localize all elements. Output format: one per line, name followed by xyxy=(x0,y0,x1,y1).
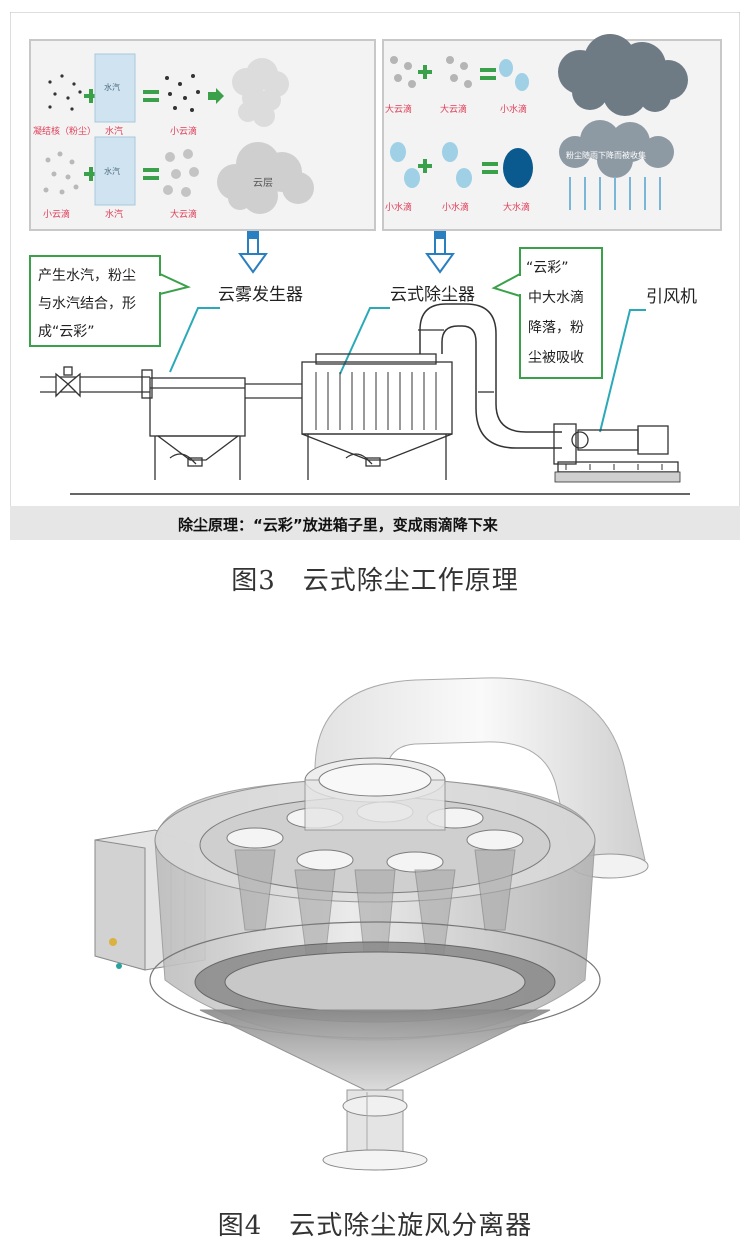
panel-cloud-formation: 凝结核（粉尘） 水汽 水汽 小云滴 小云滴 xyxy=(29,39,376,231)
large-droplets-b xyxy=(446,56,472,88)
down-arrow-left xyxy=(238,231,268,274)
big-water-drop xyxy=(503,148,533,188)
principle-text: 除尘原理：“云彩”放进箱子里，变成雨滴降下来 xyxy=(178,516,499,534)
callout-right-line1: “云彩” xyxy=(526,260,569,276)
cloud-layer-label: 云层 xyxy=(253,177,273,189)
label-large-cloud-droplet-4: 大云滴 xyxy=(440,103,467,115)
figure-3-caption: 图3 云式除尘工作原理 xyxy=(231,566,519,596)
plus-icon-3 xyxy=(418,65,432,79)
vapor-box xyxy=(94,53,136,123)
callout-left-line2: 与水汽结合，形 xyxy=(38,296,136,312)
label-induced-fan: 引风机 xyxy=(646,287,697,307)
cloud-small-icon xyxy=(232,58,289,127)
equals-icon-4 xyxy=(482,162,498,174)
callout-right-line3: 降落，粉 xyxy=(528,320,584,336)
large-droplets-dots xyxy=(163,149,199,197)
leader-lines xyxy=(169,307,646,433)
equals-icon-3 xyxy=(480,68,496,80)
label-cloud-collector: 云式除尘器 xyxy=(390,285,475,305)
plus-icon xyxy=(84,89,98,103)
label-small-water-drop-3: 小水滴 xyxy=(442,201,469,213)
principle-banner xyxy=(10,506,740,540)
dust-nuclei-dots xyxy=(48,74,82,111)
vapor-box-label-2: 水汽 xyxy=(104,166,120,176)
small-droplets-dots xyxy=(165,74,200,112)
label-vapor-2: 水汽 xyxy=(105,208,123,220)
plus-icon-2 xyxy=(84,167,98,181)
label-large-cloud-droplet-3: 大云滴 xyxy=(385,103,412,115)
callout-left-line1: 产生水汽，粉尘 xyxy=(38,268,136,284)
ground-hatch xyxy=(554,471,681,483)
callout-right-line4: 尘被吸收 xyxy=(528,350,584,366)
callout-cloud-collector: “云彩” 中大水滴 降落，粉 尘被吸收 xyxy=(491,247,603,379)
large-droplets-a xyxy=(390,56,416,88)
panel-rain-formation: 大云滴 大云滴 小水滴 小水滴 小水滴 xyxy=(382,34,722,231)
vapor-box-label: 水汽 xyxy=(104,82,120,92)
small-droplets-dots-2 xyxy=(43,151,79,195)
callout-cloud-generator: 产生水汽，粉尘 与水汽结合，形 成“云彩” xyxy=(29,255,191,347)
callout-right-line2: 中大水滴 xyxy=(528,289,584,306)
label-small-water-drop-2: 小水滴 xyxy=(385,201,412,213)
label-large-cloud-droplet: 大云滴 xyxy=(170,208,197,220)
label-small-cloud-droplet-2: 小云滴 xyxy=(43,208,70,220)
small-water-drops xyxy=(499,59,529,91)
dark-cloud-icon xyxy=(558,34,688,116)
arrow-right-icon xyxy=(208,88,224,104)
callout-left-line3: 成“云彩” xyxy=(38,324,95,340)
down-arrow-right xyxy=(425,231,455,274)
equipment-drawing xyxy=(40,303,679,480)
label-dust-nucleus: 凝结核（粉尘） xyxy=(33,125,96,137)
hopper-cone xyxy=(199,1009,551,1171)
label-big-water-drop: 大水滴 xyxy=(503,201,530,213)
equals-icon xyxy=(143,90,159,102)
cloud-layer-icon xyxy=(217,142,314,214)
plus-icon-4 xyxy=(418,159,432,173)
rain-cloud-icon: 粉尘随雨下降而被收集 xyxy=(559,120,674,210)
vapor-box-2 xyxy=(94,136,136,206)
label-vapor: 水汽 xyxy=(105,125,123,137)
small-water-drops-b xyxy=(442,142,472,188)
small-water-drops-a xyxy=(390,142,420,188)
figure-4-cyclone-render xyxy=(94,677,649,1171)
rain-cloud-label: 粉尘随雨下降而被收集 xyxy=(566,150,646,160)
equals-icon-2 xyxy=(143,168,159,180)
label-small-water-drop: 小水滴 xyxy=(500,103,527,115)
cyclone-body xyxy=(149,757,601,1041)
figure-4-caption: 图4 云式除尘旋风分离器 xyxy=(217,1211,533,1241)
figure-3-diagram: 凝结核（粉尘） 水汽 水汽 小云滴 小云滴 xyxy=(10,12,740,540)
label-cloud-generator: 云雾发生器 xyxy=(218,285,303,305)
label-small-cloud-droplet: 小云滴 xyxy=(170,125,197,137)
